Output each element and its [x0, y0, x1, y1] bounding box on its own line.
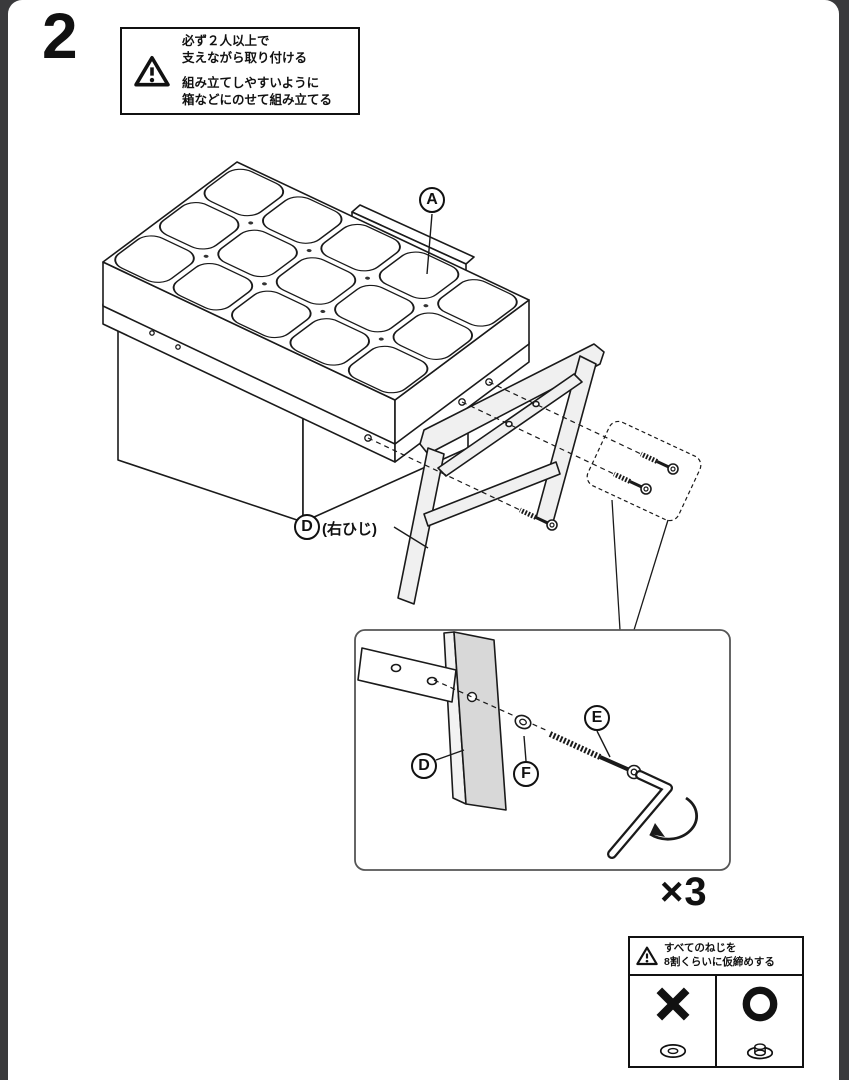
- warning-note-2: 組み立てしやすいように箱などにのせて組み立てる: [182, 75, 332, 110]
- correct-circle-mark-icon: [742, 986, 777, 1022]
- bolt-1: [639, 451, 679, 475]
- detail-inset: [354, 629, 731, 871]
- inset-label-f: F: [513, 761, 539, 787]
- tips-text: すべてのねじを 8割くらいに仮締めする: [664, 942, 775, 969]
- quantity-label: ×3: [660, 870, 708, 914]
- tuft-buttons: [203, 221, 429, 341]
- warning-line-3: 組み立てしやすいように: [182, 75, 320, 90]
- tips-line-2: 8割くらいに仮締めする: [664, 956, 775, 968]
- part-label-d-note: (右ひじ): [322, 521, 377, 538]
- washer: [514, 714, 532, 730]
- inset-axis-line: [433, 679, 549, 732]
- warning-line-1: 必ず２人以上で: [182, 34, 270, 48]
- warning-triangle-icon: [636, 946, 658, 966]
- bolt-2: [612, 471, 652, 495]
- tufted-cushion: [108, 165, 524, 397]
- warning-line-4: 箱などにのせて組み立てる: [182, 92, 333, 107]
- seat-assembly: [103, 162, 529, 463]
- part-label-a: A: [419, 187, 445, 213]
- bolt-guide-lines: [367, 381, 642, 511]
- tips-header: すべてのねじを 8割くらいに仮締めする: [630, 938, 802, 976]
- inset-label-e: E: [584, 705, 610, 731]
- inset-seat-rail: [357, 647, 457, 703]
- washer-icon: [659, 1044, 686, 1058]
- hex-key: [607, 770, 673, 859]
- armrest-frame: [397, 343, 605, 605]
- washer-with-nut-icon: [746, 1043, 773, 1060]
- tips-cell-correct: [717, 976, 802, 1066]
- tips-cells: [630, 976, 802, 1066]
- warning-box: 必ず２人以上で支えながら取り付ける 組み立てしやすいように箱などにのせて組み立て…: [120, 27, 360, 115]
- inset-label-leaders: [435, 730, 611, 762]
- warning-line-2: 支えながら取り付ける: [182, 51, 308, 66]
- part-label-d: D: [294, 514, 320, 540]
- inset-pointer-lines: [611, 499, 669, 631]
- inset-label-d: D: [411, 753, 437, 779]
- warning-text: 必ず２人以上で支えながら取り付ける 組み立てしやすいように箱などにのせて組み立て…: [182, 33, 332, 109]
- tips-cell-wrong: [630, 976, 717, 1066]
- tips-line-1: すべてのねじを: [664, 942, 737, 955]
- seat-screw-holes: [149, 330, 493, 442]
- warning-note-1: 必ず２人以上で支えながら取り付ける: [182, 33, 332, 68]
- inset-leg-hole: [466, 691, 478, 703]
- bolt-callout-outline: [586, 420, 702, 522]
- label-leader-lines: [393, 213, 433, 549]
- bolt-3: [518, 507, 558, 531]
- rotation-arrow-icon: [649, 796, 699, 841]
- warning-triangle-icon: [134, 55, 170, 86]
- step-number: 2: [42, 0, 78, 72]
- tips-box: すべてのねじを 8割くらいに仮締めする: [628, 936, 804, 1068]
- wrong-cross-mark-icon: [656, 987, 689, 1021]
